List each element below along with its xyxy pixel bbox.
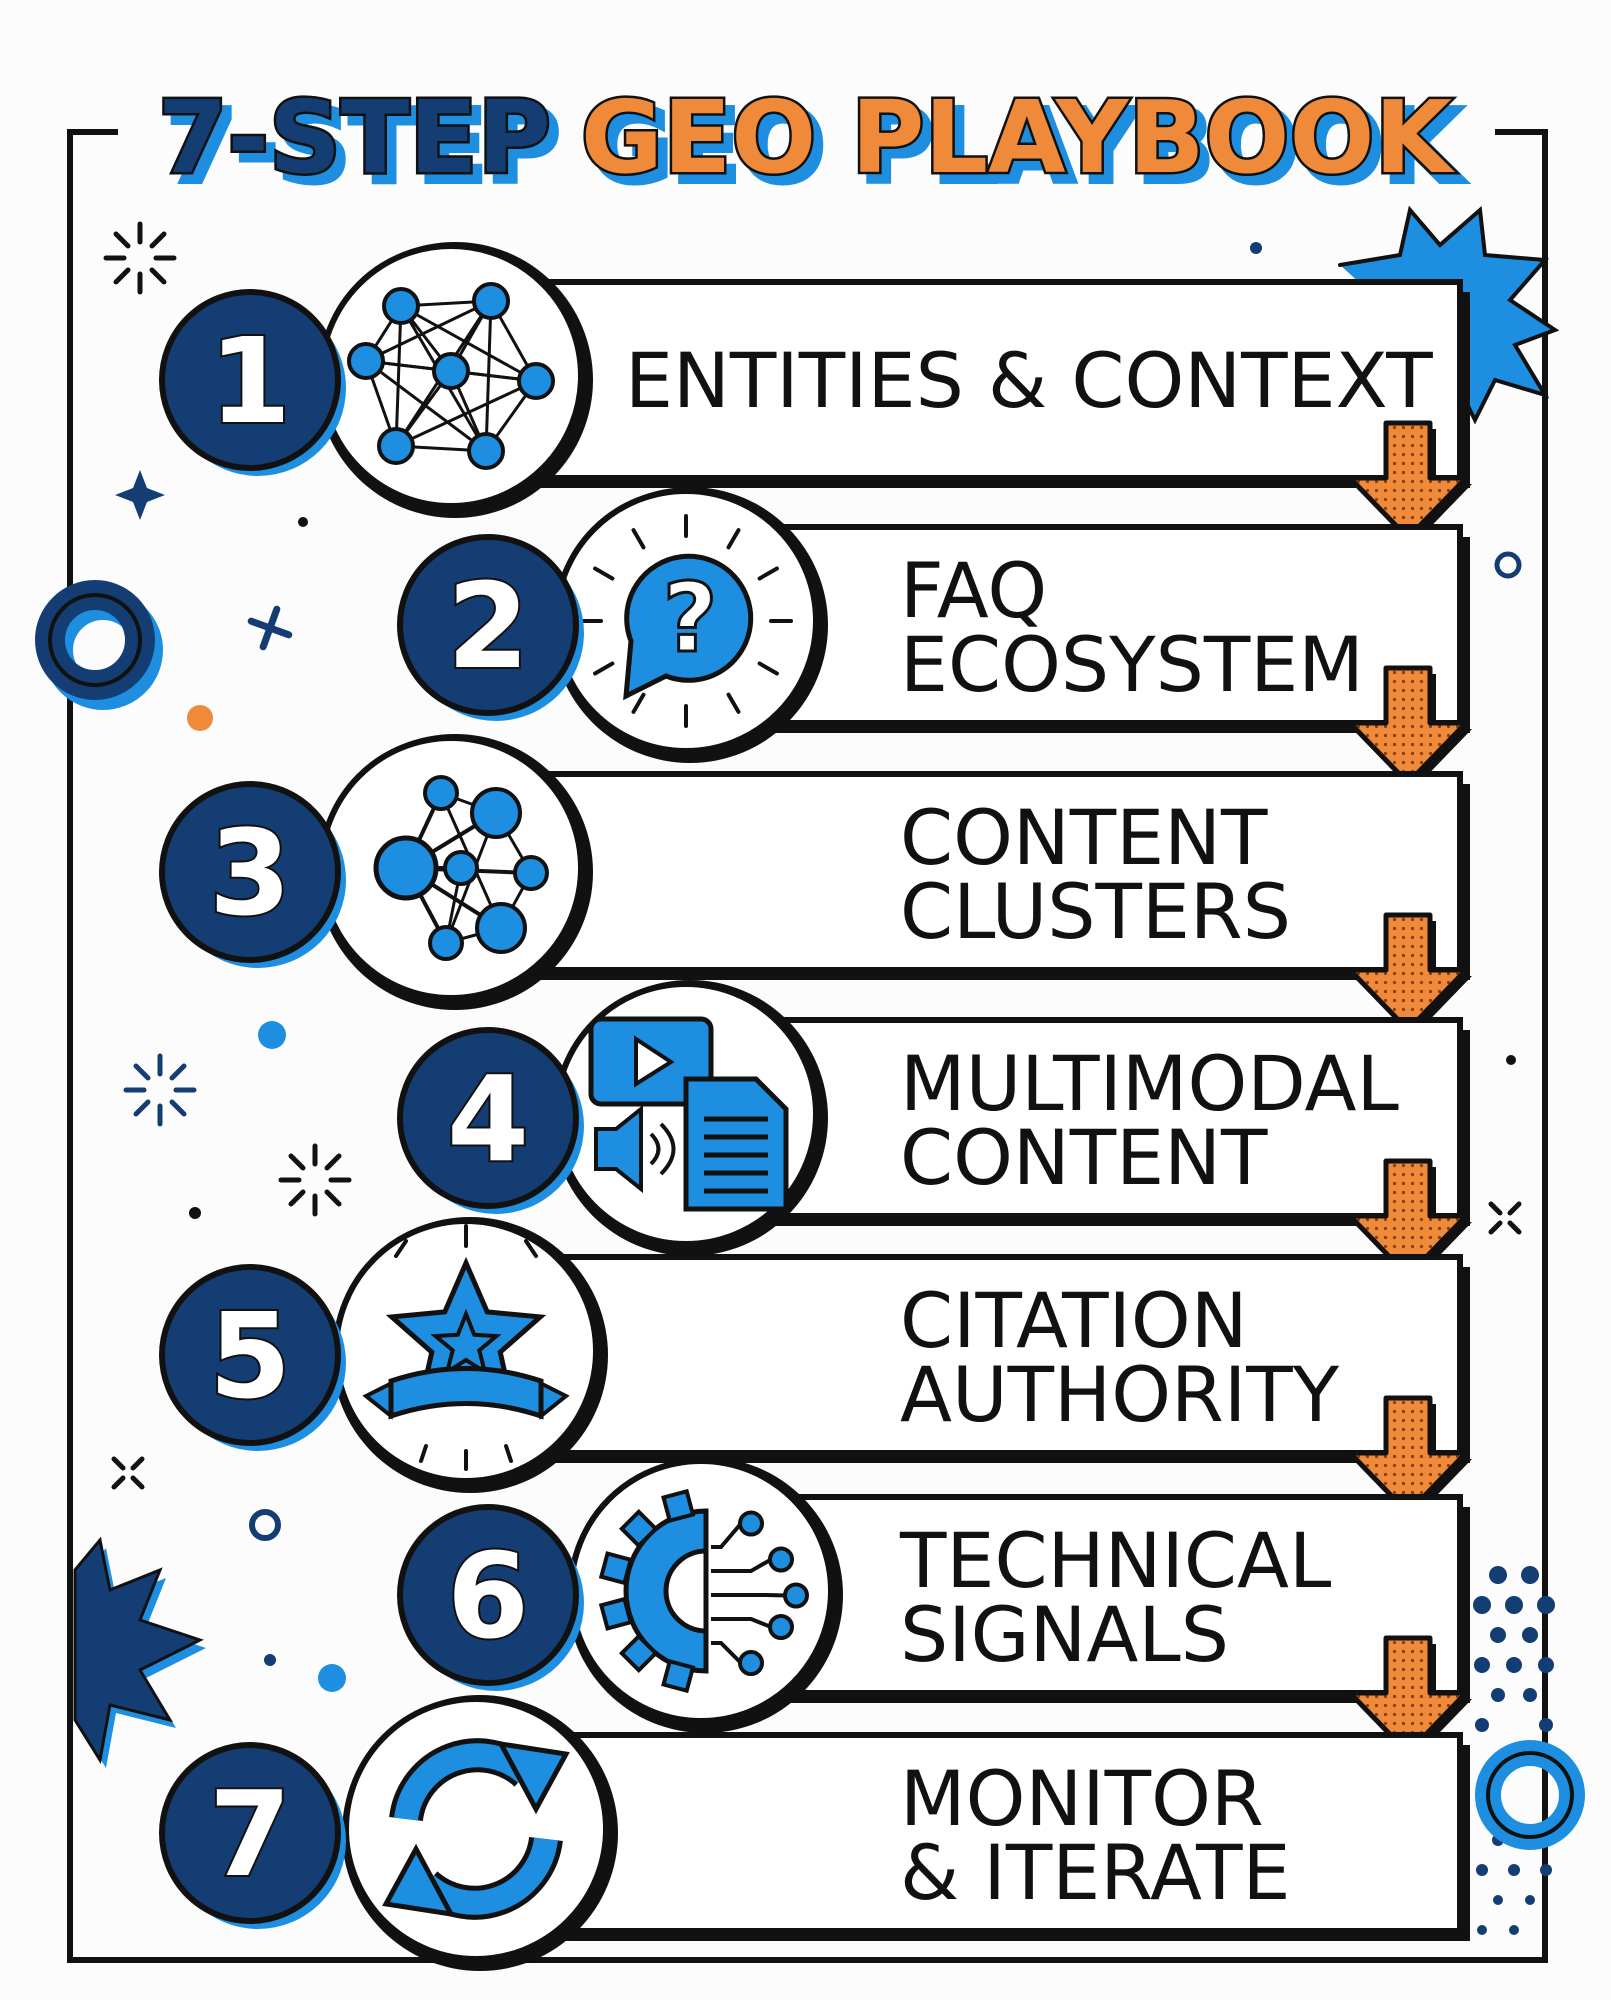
step-7: MONITOR& ITERATE 7 bbox=[159, 1695, 1470, 1971]
step-bar bbox=[432, 279, 1463, 481]
plus-icon bbox=[247, 605, 293, 651]
step-bar bbox=[447, 1254, 1463, 1456]
gear-circuit-icon bbox=[598, 1488, 809, 1694]
step-number: 5 bbox=[209, 1287, 291, 1425]
down-arrow-icon bbox=[1347, 420, 1472, 544]
step-number: 6 bbox=[447, 1527, 529, 1665]
title-part-2: GEO PLAYBOOK bbox=[581, 79, 1456, 196]
down-arrow-icon bbox=[1347, 665, 1472, 789]
four-point-star-icon bbox=[115, 470, 165, 520]
down-arrow-icon bbox=[1347, 1635, 1472, 1759]
step-number-badge bbox=[397, 1504, 579, 1686]
down-arrow-icon bbox=[1347, 1158, 1472, 1282]
outer-frame bbox=[67, 129, 1548, 1963]
step-number-badge bbox=[159, 1264, 341, 1446]
refresh-cycle-icon bbox=[382, 1738, 570, 1920]
title-part-1: 7-STEP bbox=[158, 79, 551, 196]
step-number: 1 bbox=[209, 312, 291, 450]
sparkle-icon bbox=[278, 1143, 352, 1217]
step-number-badge bbox=[397, 1027, 579, 1209]
step-number: 7 bbox=[209, 1765, 291, 1903]
step-bar bbox=[432, 771, 1463, 973]
down-arrow-icon bbox=[1347, 1395, 1472, 1519]
step-number-badge bbox=[397, 534, 579, 716]
sparkle-icon bbox=[123, 1053, 197, 1127]
step-number-badge bbox=[159, 289, 341, 471]
svg-text:?: ? bbox=[662, 564, 717, 674]
step-1: ENTITIES & CONTEXT 1 bbox=[159, 242, 1472, 544]
question-bubble-icon: ? bbox=[579, 514, 793, 728]
step-label: ENTITIES & CONTEXT bbox=[625, 336, 1433, 425]
step-icon-circle bbox=[343, 1696, 609, 1962]
sparkle-icon bbox=[103, 221, 177, 295]
multimedia-icon bbox=[588, 1016, 789, 1212]
star-ribbon-icon bbox=[362, 1224, 570, 1471]
step-number-badge bbox=[159, 781, 341, 963]
cluster-nodes-icon bbox=[373, 775, 549, 961]
down-arrow-icon bbox=[1347, 912, 1472, 1036]
step-number: 2 bbox=[447, 557, 529, 695]
step-number-badge bbox=[159, 1742, 341, 1924]
halftone-dots bbox=[1473, 1566, 1555, 1935]
network-graph-icon bbox=[347, 282, 555, 470]
step-number: 4 bbox=[447, 1050, 529, 1188]
step-number: 3 bbox=[209, 804, 291, 942]
step-label: MONITOR& ITERATE bbox=[900, 1754, 1291, 1917]
